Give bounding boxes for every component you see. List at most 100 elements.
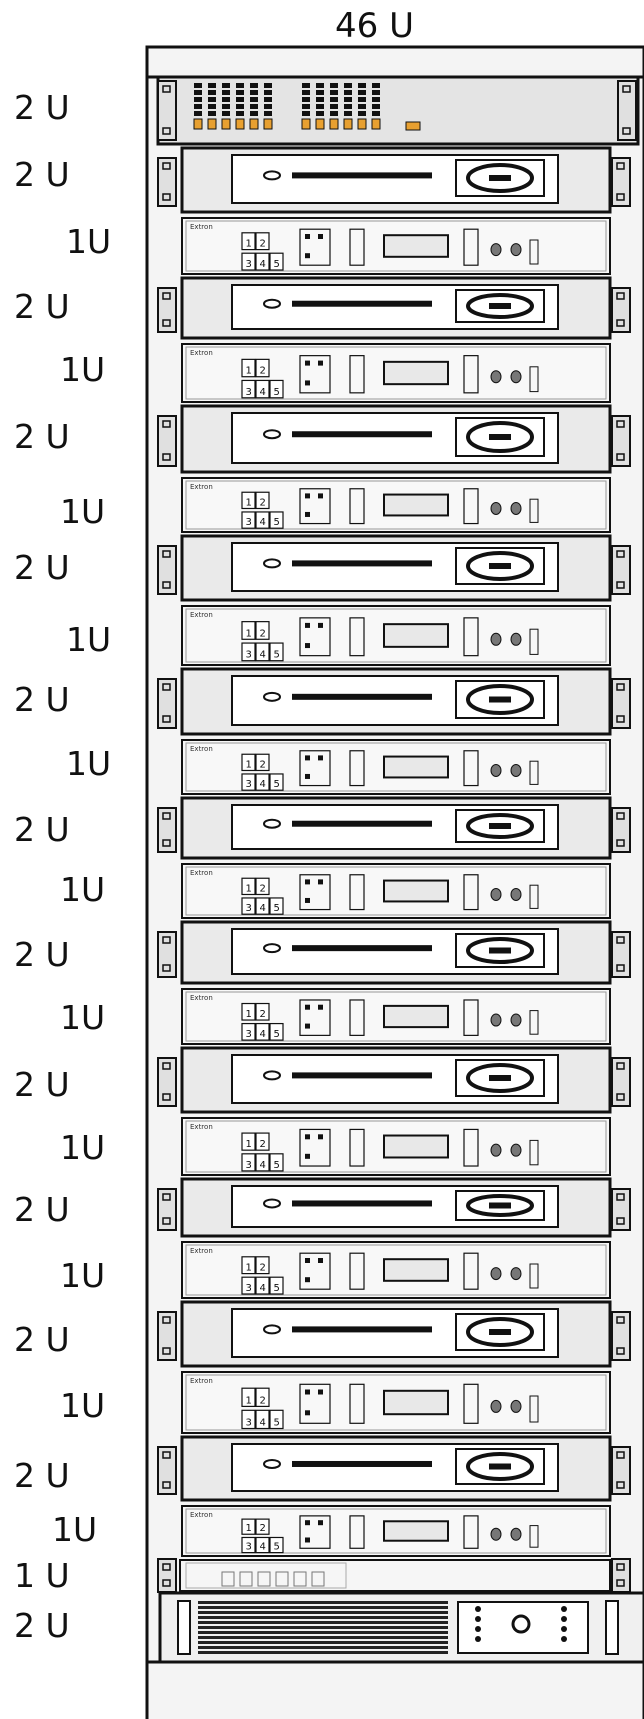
left-mounting-ear [157,545,177,595]
power-led-icon [263,298,281,309]
level-meter [349,228,365,266]
vent-slot [198,1636,448,1639]
unit-height-label: 1U [60,1128,106,1167]
mounting-hole [162,1093,171,1101]
mounting-hole [162,1579,171,1587]
mounting-hole [162,292,171,300]
mode-button-group [299,355,331,394]
volume-knob-icon [490,763,502,777]
left-mounting-ear [157,415,177,467]
rack-unit-cd-player [157,667,631,736]
patch-connector-icon [193,118,203,130]
amp-led-icon [475,1626,481,1632]
input-digit: 3 [246,1418,252,1429]
selector-buttons [463,617,479,657]
mounting-hole [162,1563,171,1571]
unit-height-label: 1U [52,1510,98,1549]
volume-knob-icon [510,1267,522,1281]
patch-connector-icon [221,118,231,130]
patch-connector-icon [249,118,259,130]
led-indicator [305,622,310,628]
volume-knob-icon [490,1527,502,1541]
brand-label: Extron [190,611,213,619]
mounting-hole [162,1451,171,1459]
input-button [269,1276,284,1295]
mounting-hole [616,964,625,972]
unit-height-label: 2 U [14,1456,70,1495]
mounting-hole [162,1193,171,1201]
led-indicator [318,1389,323,1395]
jack-icon [222,104,230,109]
input-digit: 5 [274,1542,280,1553]
switcher-bezel [185,480,607,530]
input-digit: 1 [246,1009,252,1020]
eject-bar-icon [489,434,511,440]
mounting-hole [622,85,631,93]
input-button [255,642,270,662]
led-indicator [318,1520,323,1526]
power-led-icon [263,558,281,569]
input-button [255,1409,270,1430]
input-button [241,1387,256,1407]
jack-icon [358,97,366,102]
selector-buttons [463,1128,479,1167]
jack-icon [250,90,258,95]
led-indicator [318,1258,323,1263]
display-window [383,360,449,386]
control-port-icon [257,1571,271,1587]
brand-label: Extron [190,483,213,491]
volume-knob-icon [490,632,502,646]
jack-icon [194,83,202,88]
unit-height-label: 1U [60,492,106,531]
mounting-hole [616,1563,625,1571]
left-mounting-ear [157,1446,177,1495]
mounting-hole [162,964,171,972]
input-button [241,358,256,378]
input-digit: 2 [260,1263,266,1274]
led-indicator [305,493,310,499]
input-digit: 1 [246,497,252,508]
led-indicator [318,234,323,239]
input-digit: 2 [260,1523,266,1534]
mounting-hole [616,162,625,170]
level-meter [349,999,365,1036]
mounting-hole [162,162,171,170]
patch-connector-icon [301,118,311,130]
left-mounting-ear [157,157,177,207]
led-indicator [305,897,310,903]
eject-bar-icon [489,1202,511,1209]
port-icon [529,1395,539,1423]
disc-slot [292,945,432,952]
volume-knob-icon [510,763,522,777]
brand-label: Extron [190,994,213,1002]
input-digit: 5 [274,1283,280,1294]
unit-height-label: 2 U [14,287,70,326]
mode-button-group [299,488,331,525]
unit-height-label: 1U [60,1386,106,1425]
jack-icon [344,97,352,102]
rack-unit-cd-player [157,1435,631,1502]
eject-bar-icon [489,696,511,703]
unit-height-label: 2 U [14,1065,70,1104]
mounting-hole [616,1579,625,1587]
input-button [269,897,284,915]
mounting-hole [616,1093,625,1101]
vent-slot [198,1626,448,1629]
mounting-hole [162,715,171,723]
brand-label: Extron [190,1123,213,1131]
input-digit: 5 [274,1418,280,1429]
jack-icon [222,97,230,102]
input-button [241,1256,256,1275]
led-indicator [305,380,310,386]
mounting-hole [162,420,171,428]
input-button [255,877,270,896]
input-button [241,379,256,399]
selector-buttons [463,874,479,911]
switcher-bezel [185,742,607,792]
level-meter [349,874,365,911]
input-digit: 4 [260,650,266,661]
port-icon [529,884,539,909]
amp-led-icon [561,1616,567,1622]
